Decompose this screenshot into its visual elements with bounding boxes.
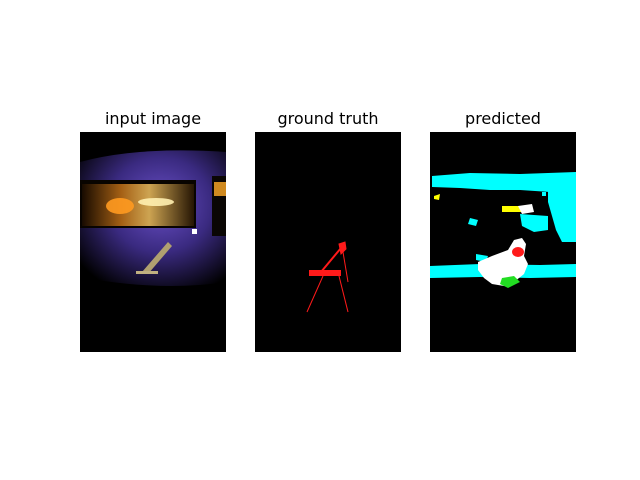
yellow-region [502,206,522,212]
predicted-title: predicted [465,109,541,128]
cyan-region [430,172,576,278]
predicted-mask [430,132,576,352]
chair [142,242,172,274]
chair-mask [306,241,349,313]
predicted-image [430,132,576,352]
input-image-title: input image [104,109,202,128]
ground-truth-title: ground truth [277,109,379,128]
input-photo [80,132,226,352]
ground-truth-image [255,132,401,352]
predicted-chair-region [512,247,524,257]
input-image [80,132,226,352]
yellow-region-left [434,194,440,200]
ground-truth-mask [255,132,401,352]
green-region [500,276,520,288]
wall-painting [82,184,194,226]
